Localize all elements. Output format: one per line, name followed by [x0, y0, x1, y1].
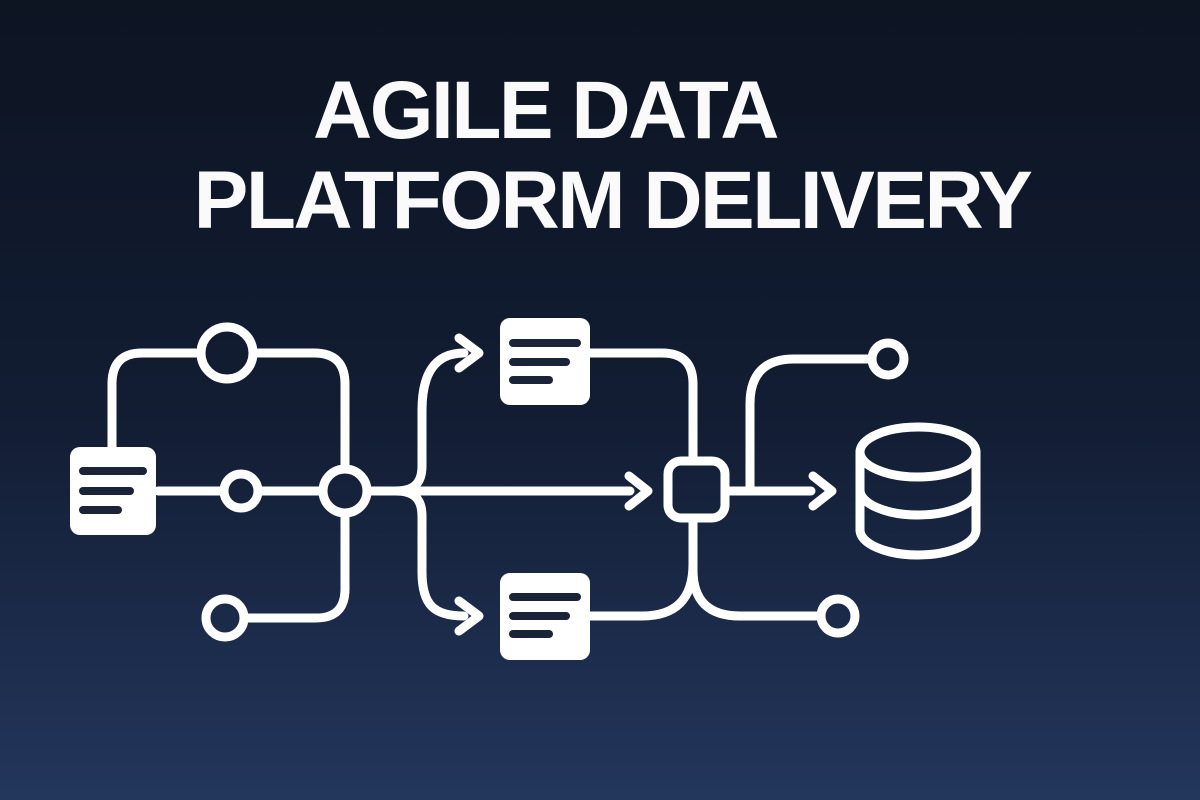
arrow-icon-database: [808, 471, 837, 511]
arrow-icon-bottom-doc: [454, 596, 484, 636]
output-circle-bottom: [816, 594, 860, 638]
title-line-1: AGILE DATA: [313, 65, 779, 156]
arrow-icons: [454, 333, 837, 636]
arrow-icon-square: [624, 471, 653, 511]
connector-wires-fork: [363, 348, 635, 621]
stage-circle-top: [196, 322, 258, 384]
arrow-icon-top-doc: [454, 333, 484, 373]
title-line-2: PLATFORM DELIVERY: [193, 155, 1033, 246]
connector-wires-left: [107, 348, 350, 623]
stage-circle-middle: [219, 469, 263, 513]
artifact-document-top-icon: [500, 318, 590, 405]
hub-circle: [318, 464, 372, 518]
output-circle-top: [867, 338, 909, 380]
database-icon: [855, 422, 981, 560]
stage-circle-bottom: [201, 594, 249, 642]
source-document-icon: [70, 447, 156, 535]
process-square-node: [663, 456, 730, 523]
connector-wires-right: [585, 348, 872, 621]
artifact-document-bottom-icon: [500, 573, 590, 660]
page-title: AGILE DATA PLATFORM DELIVERY: [0, 66, 1200, 246]
